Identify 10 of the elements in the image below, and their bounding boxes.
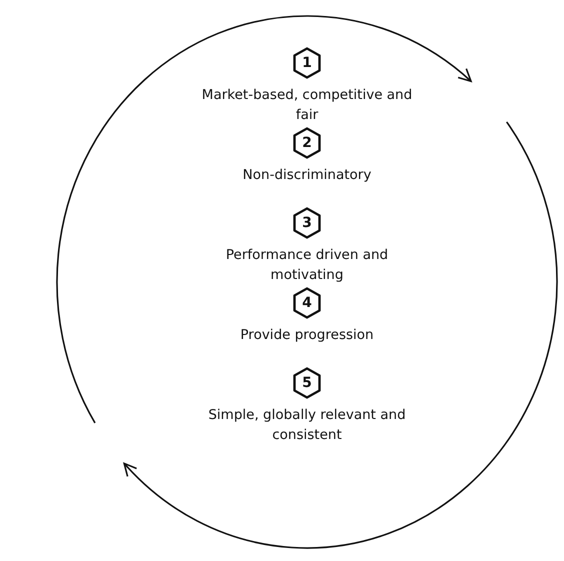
number-hexagon: 5: [293, 367, 321, 399]
principle-text: Market-based, competitive and fair: [200, 86, 414, 125]
number-hexagon: 2: [293, 127, 321, 159]
number-hexagon: 3: [293, 207, 321, 239]
number-hexagon: 1: [293, 47, 321, 79]
principle-text: Provide progression: [239, 326, 375, 345]
number-hexagon: 4: [293, 287, 321, 319]
principle-text: Simple, globally relevant and consistent: [207, 406, 407, 445]
principle-text: Performance driven and motivating: [224, 246, 390, 285]
principle-text: Non-discriminatory: [242, 166, 372, 185]
